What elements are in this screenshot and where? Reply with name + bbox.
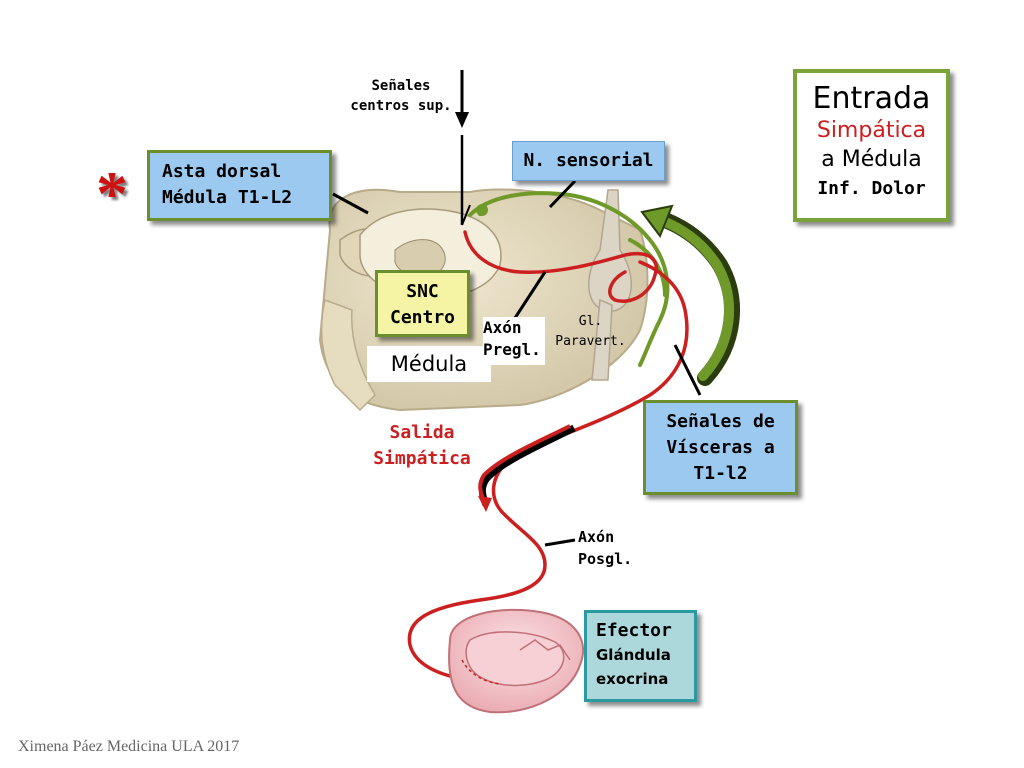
title-line-3: a Médula [821, 147, 922, 172]
visceral-signals-label: Señales de Vísceras a T1-l2 [643, 400, 798, 495]
efector-line-1: Efector [596, 620, 672, 641]
axon-posgl-line-2: Posgl. [578, 550, 633, 568]
asta-line-1: Asta dorsal [162, 161, 282, 182]
salida-arrow [478, 424, 576, 512]
asta-dorsal-label: Asta dorsal Médula T1-L2 [147, 150, 332, 221]
axon-pregl-line-2: Pregl. [483, 340, 541, 359]
paravertebral-ganglion [588, 189, 632, 381]
paravertebral-ganglion-label: Gl. Paravert. [548, 312, 633, 352]
salida-line-2: Simpática [373, 448, 471, 469]
title-line-4: Inf. Dolor [817, 178, 926, 199]
efector-line-2: Glándula [596, 646, 671, 664]
efector-label: Efector Glándula exocrina [584, 610, 697, 702]
sympathetic-output-label: Salida Simpática [362, 420, 482, 472]
postganglionic-axon-label: Axón Posgl. [578, 526, 632, 570]
salida-line-1: Salida [389, 422, 455, 443]
senales-line-1: Señales [371, 78, 431, 94]
visceras-line-2: Vísceras a [666, 437, 775, 458]
title-line-2: Simpática [816, 118, 927, 143]
snc-centro-label: SNC Centro [375, 270, 470, 337]
asta-line-2: Médula T1-L2 [162, 187, 293, 208]
senales-line-2: centros sup. [350, 98, 452, 114]
footer-credit: Ximena Páez Medicina ULA 2017 [18, 738, 240, 755]
title-line-1: Entrada [812, 81, 931, 116]
visceral-signal-arrow [640, 204, 740, 386]
snc-line-1: SNC [406, 281, 439, 302]
efector-line-3: exocrina [596, 670, 669, 688]
asterisk-marker: * [96, 158, 128, 229]
visceras-line-1: Señales de [666, 411, 775, 432]
medula-label: Médula [367, 346, 491, 382]
n-sensorial-label: N. sensorial [512, 141, 665, 181]
gl-line-1: Gl. [578, 314, 603, 329]
axon-pregl-line-1: Axón [483, 318, 522, 337]
leader-lines [332, 179, 702, 547]
higher-centers-label: Señales centros sup. [345, 76, 457, 116]
gl-line-2: Paravert. [555, 334, 626, 349]
preganglionic-axon-label: Axón Pregl. [483, 317, 545, 365]
axon-posgl-line-1: Axón [578, 528, 615, 546]
visceras-line-3: T1-l2 [693, 463, 748, 484]
exocrine-gland-illustration [448, 608, 585, 714]
descending-signal-arrow [455, 70, 471, 226]
title-box: Entrada Simpática a Médula Inf. Dolor [793, 69, 950, 222]
snc-line-2: Centro [389, 307, 456, 328]
